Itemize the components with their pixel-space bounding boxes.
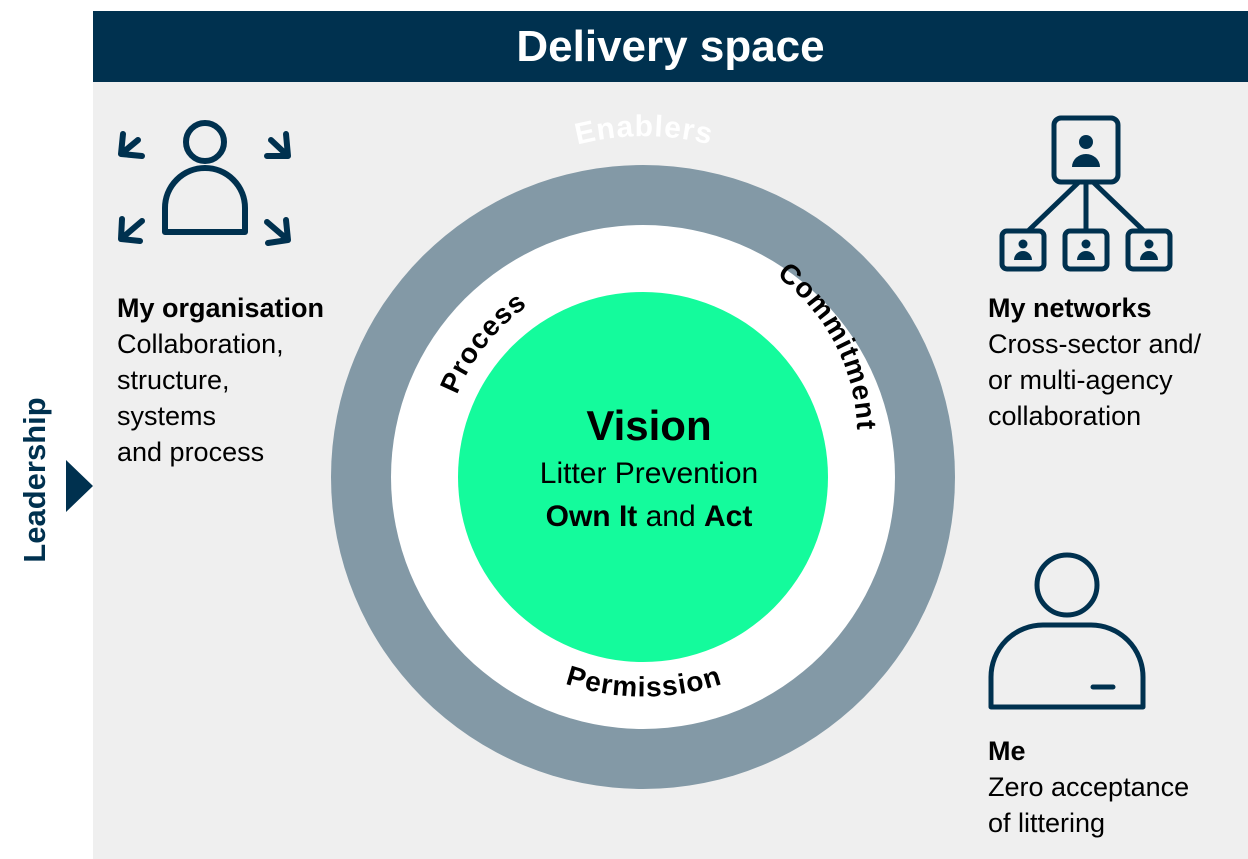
networks-line: or multi-agency <box>988 365 1173 395</box>
vision-title: Vision <box>586 402 711 449</box>
svg-text:Enablers: Enablers <box>572 110 717 151</box>
person-icon <box>988 552 1146 710</box>
vision-subtitle: Litter Prevention <box>540 457 758 490</box>
org-chart-icon <box>999 115 1173 272</box>
organisation-line: and process <box>117 437 265 467</box>
page-title: Delivery space <box>516 21 825 71</box>
and-text: and <box>637 500 704 533</box>
me-line: Zero acceptance <box>988 772 1190 802</box>
vision-tagline: Own It and Act <box>546 500 753 533</box>
vision-center <box>458 292 828 662</box>
header-bar: Delivery space <box>93 11 1248 82</box>
enablers-label: Enablers <box>572 110 716 151</box>
organisation-heading: My organisation <box>117 293 325 323</box>
organisation-line: structure, <box>117 365 230 395</box>
me-heading: Me <box>988 736 1026 766</box>
organisation-line: Collaboration, <box>117 329 284 359</box>
person-arrows-icon <box>118 120 291 246</box>
act-text: Act <box>704 500 752 533</box>
me-line: of littering <box>988 808 1106 838</box>
networks-block: My networks Cross-sector and/ or multi-a… <box>988 290 1201 434</box>
networks-line: collaboration <box>988 401 1142 431</box>
networks-line: Cross-sector and/ <box>988 329 1202 359</box>
leadership-arrow-icon <box>66 460 93 512</box>
organisation-block: My organisation Collaboration, structure… <box>117 290 324 470</box>
networks-heading: My networks <box>988 293 1152 323</box>
me-block: Me Zero acceptance of littering <box>988 733 1189 841</box>
organisation-line: systems <box>117 401 217 431</box>
own-it-text: Own It <box>546 500 638 533</box>
